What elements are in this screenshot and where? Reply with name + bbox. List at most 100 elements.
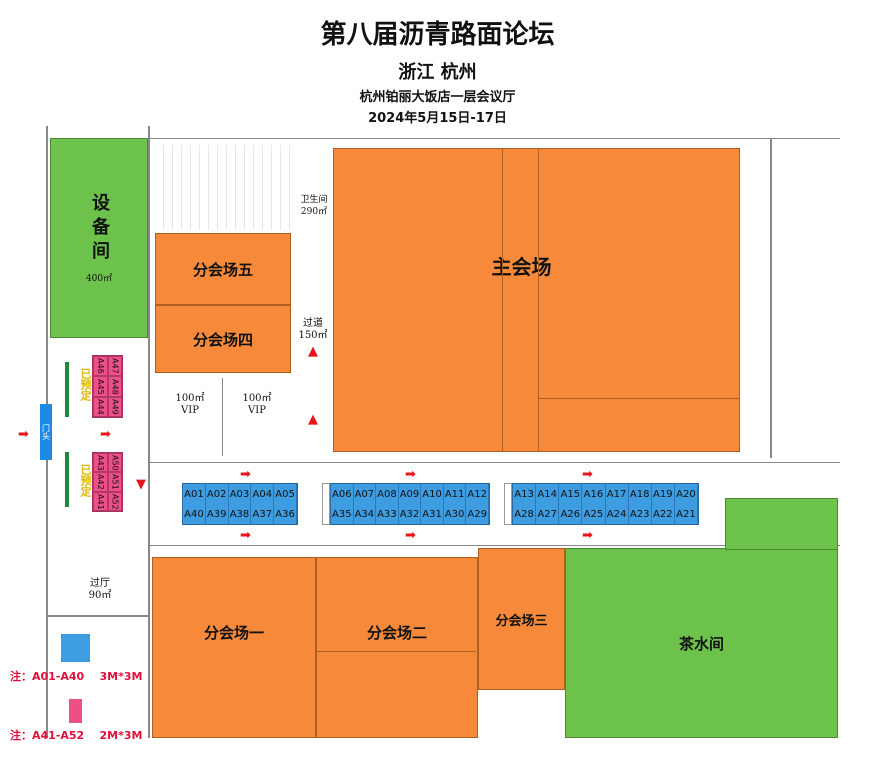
booth[interactable]: A11 bbox=[444, 484, 467, 504]
sub-hall-4-label: 分会场四 bbox=[192, 330, 253, 349]
booth[interactable]: A45 bbox=[93, 376, 108, 397]
vip-room-2-label: VIP bbox=[248, 405, 266, 416]
dates: 2024年5月15日-17日 bbox=[368, 111, 507, 126]
wall bbox=[150, 545, 840, 546]
arrow-right-icon: ➡ bbox=[582, 528, 593, 543]
booth[interactable]: A22 bbox=[652, 504, 675, 524]
booth[interactable]: A07 bbox=[354, 484, 377, 504]
vip-room-2-area: 100㎡ bbox=[242, 393, 272, 404]
booth[interactable]: A02 bbox=[206, 484, 229, 504]
booth[interactable]: A33 bbox=[376, 504, 399, 524]
divider bbox=[538, 398, 740, 399]
booth[interactable]: A49 bbox=[107, 396, 122, 417]
booth[interactable]: A50 bbox=[107, 453, 122, 473]
booth[interactable]: A08 bbox=[376, 484, 399, 504]
vip-room-2: 100㎡ VIP bbox=[237, 393, 277, 417]
booth[interactable]: A05 bbox=[274, 484, 297, 504]
sub-hall-1-label: 分会场一 bbox=[203, 624, 264, 642]
sub-hall-1: 分会场一 bbox=[152, 557, 316, 738]
equipment-room: 设备间 400㎡ bbox=[50, 138, 148, 338]
booth[interactable]: A29 bbox=[466, 504, 489, 524]
booth[interactable]: A52 bbox=[107, 491, 122, 511]
booth[interactable]: A40 bbox=[183, 504, 206, 524]
booth[interactable]: A34 bbox=[354, 504, 377, 524]
booth[interactable]: A24 bbox=[606, 504, 629, 524]
booth[interactable]: A15 bbox=[559, 484, 583, 504]
sub-hall-4: 分会场四 bbox=[155, 305, 291, 373]
restroom-fixtures bbox=[155, 145, 295, 230]
legend-item: 注：A41-A52 2M*3M bbox=[10, 729, 143, 742]
divider bbox=[502, 148, 503, 452]
booth[interactable]: A20 bbox=[675, 484, 698, 504]
booth[interactable]: A23 bbox=[629, 504, 652, 524]
entrance: 门头 bbox=[40, 404, 52, 460]
booth-divider bbox=[322, 483, 330, 525]
wall bbox=[150, 462, 840, 463]
wall bbox=[48, 615, 148, 617]
divider bbox=[316, 651, 476, 652]
booth[interactable]: A10 bbox=[421, 484, 444, 504]
sub-hall-2: 分会场二 bbox=[316, 557, 478, 738]
booth[interactable]: A12 bbox=[466, 484, 489, 504]
booth[interactable]: A04 bbox=[251, 484, 275, 504]
pink-booth-block-top: A46 A45 A44 A47 A48 A49 bbox=[92, 355, 123, 418]
pink-booth-block-bottom: A43 A42 A41 A50 A51 A52 bbox=[92, 452, 123, 512]
page-title: 第八届沥青路面论坛 bbox=[320, 20, 555, 50]
arrow-right-icon: ➡ bbox=[100, 427, 111, 442]
green-bar bbox=[65, 452, 69, 507]
green-area bbox=[725, 498, 838, 550]
booth[interactable]: A28 bbox=[513, 504, 537, 524]
wall bbox=[150, 138, 840, 139]
equipment-room-label: 设备间 bbox=[89, 192, 110, 265]
venue: 杭州铂丽大饭店一层会议厅 bbox=[359, 90, 516, 105]
booth[interactable]: A48 bbox=[107, 376, 122, 397]
arrow-right-icon: ➡ bbox=[582, 467, 593, 482]
corridor-label: 过道 bbox=[303, 318, 323, 329]
booth[interactable]: A39 bbox=[206, 504, 229, 524]
arrow-right-icon: ➡ bbox=[405, 528, 416, 543]
booth[interactable]: A41 bbox=[93, 491, 108, 511]
lobby: 过厅 90㎡ bbox=[80, 578, 120, 602]
booth[interactable]: A18 bbox=[629, 484, 652, 504]
location: 浙江 杭州 bbox=[398, 62, 477, 83]
booth[interactable]: A14 bbox=[536, 484, 560, 504]
booth[interactable]: A26 bbox=[559, 504, 583, 524]
booth[interactable]: A25 bbox=[582, 504, 606, 524]
booth[interactable]: A44 bbox=[93, 396, 108, 417]
booth[interactable]: A42 bbox=[93, 472, 108, 492]
booth[interactable]: A51 bbox=[107, 472, 122, 492]
arrow-down-icon: ▼ bbox=[136, 477, 146, 492]
booth[interactable]: A35 bbox=[331, 504, 354, 524]
booth[interactable]: A47 bbox=[107, 356, 122, 377]
lobby-label: 过厅 bbox=[90, 578, 110, 589]
booth[interactable]: A38 bbox=[229, 504, 252, 524]
vip-room-1-area: 100㎡ bbox=[175, 393, 205, 404]
wall bbox=[222, 378, 223, 456]
tea-room: 茶水间 bbox=[565, 548, 838, 738]
booth[interactable]: A43 bbox=[93, 453, 108, 473]
booth[interactable]: A19 bbox=[652, 484, 675, 504]
booth[interactable]: A09 bbox=[399, 484, 422, 504]
booth[interactable]: A13 bbox=[513, 484, 537, 504]
arrow-right-icon: ➡ bbox=[240, 528, 251, 543]
arrow-up-icon: ▲ bbox=[308, 344, 318, 359]
sub-hall-3-label: 分会场三 bbox=[495, 613, 548, 629]
booth[interactable]: A16 bbox=[582, 484, 606, 504]
booth[interactable]: A37 bbox=[251, 504, 275, 524]
booth[interactable]: A32 bbox=[399, 504, 422, 524]
restroom-label: 卫生间 bbox=[300, 195, 328, 205]
booth[interactable]: A03 bbox=[229, 484, 252, 504]
booth[interactable]: A36 bbox=[274, 504, 297, 524]
booth[interactable]: A17 bbox=[606, 484, 629, 504]
booth[interactable]: A01 bbox=[183, 484, 206, 504]
booth[interactable]: A27 bbox=[536, 504, 560, 524]
booth[interactable]: A31 bbox=[421, 504, 444, 524]
booth[interactable]: A21 bbox=[675, 504, 698, 524]
booth[interactable]: A46 bbox=[93, 356, 108, 377]
booth[interactable]: A06 bbox=[331, 484, 354, 504]
reserved-badge: 已预定 bbox=[79, 464, 92, 497]
booth[interactable]: A30 bbox=[444, 504, 467, 524]
